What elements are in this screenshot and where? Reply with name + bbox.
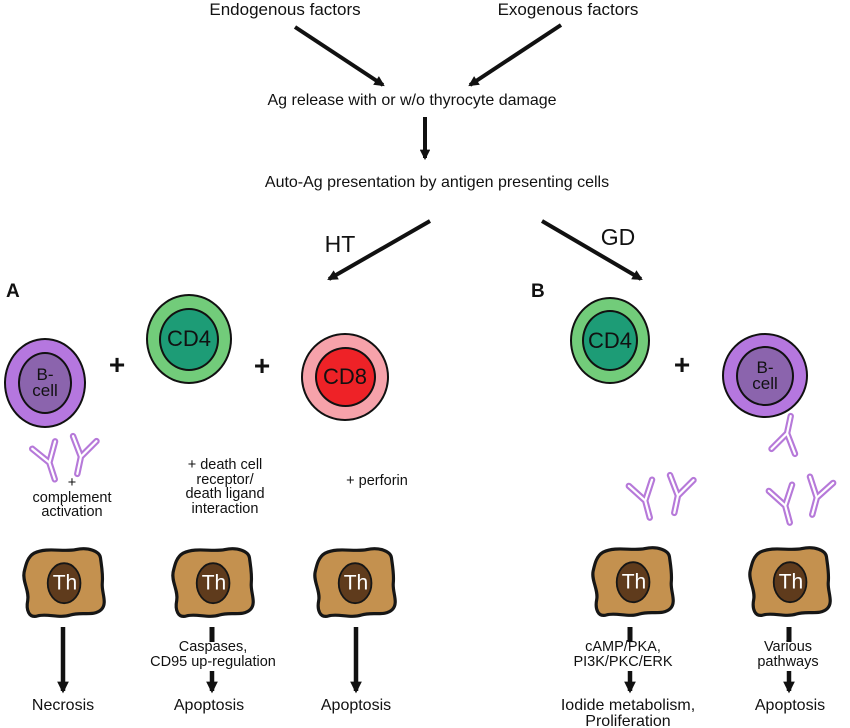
cd8-cell-a: CD8 bbox=[301, 333, 389, 421]
outcome-apoptosis: Apoptosis bbox=[320, 697, 392, 714]
outcome-apoptosis: Apoptosis bbox=[754, 697, 826, 714]
text-line: CD4 bbox=[587, 327, 632, 353]
text-line: Proliferation bbox=[585, 712, 671, 728]
thyrocyte-shape bbox=[171, 547, 255, 618]
cd4-cell-a: CD4 bbox=[146, 294, 232, 384]
plus-sign-b: + bbox=[673, 349, 691, 380]
outcome-iodide-metabolism: Iodide metabolism, Proliferation bbox=[561, 698, 695, 728]
text-line: CD95 up-regulation bbox=[150, 653, 276, 670]
thyrocyte-shape bbox=[748, 546, 832, 617]
text-line: + death cell bbox=[187, 457, 263, 473]
text-line: Iodide metabolism, bbox=[560, 697, 696, 714]
text-line: complement bbox=[32, 489, 112, 506]
text-line: receptor/ bbox=[196, 471, 254, 488]
text-line: cAMP/PKA, bbox=[585, 639, 661, 655]
text-line: + bbox=[67, 475, 77, 491]
thyrocyte-cell: Th bbox=[587, 544, 681, 624]
arrow-endogenous-to-release bbox=[293, 25, 385, 87]
caspases-text: Caspases, CD95 up-regulation bbox=[150, 640, 276, 669]
text-line: interaction bbox=[191, 500, 259, 517]
complement-activation-text: + complement activation bbox=[33, 476, 112, 520]
exogenous-factors-label: Exogenous factors bbox=[497, 0, 639, 19]
antibody-icon bbox=[655, 466, 701, 521]
arrow-exogenous-to-release bbox=[468, 23, 563, 87]
thyrocyte-shape bbox=[313, 547, 397, 618]
perforin-text: + perforin bbox=[346, 473, 408, 489]
th-nucleus-label: Th bbox=[343, 571, 369, 595]
text-line: CD8 bbox=[322, 364, 367, 389]
panel-b-label: B bbox=[531, 281, 545, 302]
text-line: Caspases, bbox=[178, 639, 248, 655]
text-line: activation bbox=[41, 504, 103, 521]
b-cell-a-nucleus: B- cell bbox=[18, 352, 72, 414]
cd4-cell-b: CD4 bbox=[570, 297, 650, 384]
text-line: B- bbox=[756, 357, 774, 377]
panel-a-label: A bbox=[6, 281, 20, 302]
thyrocyte-cell: Th bbox=[18, 545, 112, 625]
death-receptor-text: + death cell receptor/ death ligand inte… bbox=[185, 458, 264, 516]
b-cell-b-nucleus: B- cell bbox=[736, 345, 794, 406]
auto-ag-presentation-label: Auto-Ag presentation by antigen presenti… bbox=[264, 174, 610, 191]
camp-pathway-text: cAMP/PKA, PI3K/PKC/ERK bbox=[573, 640, 672, 669]
ag-release-label: Ag release with or w/o thyrocyte damage bbox=[267, 92, 557, 109]
cd4-cell-a-core: CD4 bbox=[159, 307, 219, 371]
th-nucleus-label: Th bbox=[778, 570, 804, 594]
plus-sign-a1: + bbox=[108, 349, 126, 380]
thyrocyte-cell: Th bbox=[744, 544, 838, 624]
text-line: B- bbox=[36, 365, 54, 384]
th-nucleus-label: Th bbox=[621, 570, 647, 594]
b-cell-a: B- cell bbox=[4, 338, 86, 428]
th-nucleus-label: Th bbox=[52, 571, 78, 595]
b-cell-b: B- cell bbox=[722, 333, 808, 418]
antibody-icon bbox=[58, 427, 104, 482]
endogenous-factors-label: Endogenous factors bbox=[209, 0, 361, 19]
th-nucleus-label: Th bbox=[201, 571, 227, 595]
text-line: Various bbox=[763, 639, 813, 655]
plus-sign-a2: + bbox=[253, 350, 271, 381]
various-pathways-text: Various pathways bbox=[757, 640, 818, 669]
text-line: CD4 bbox=[166, 326, 211, 351]
gd-branch-label: GD bbox=[600, 224, 636, 250]
thyrocyte-shape bbox=[591, 546, 675, 617]
text-line: cell bbox=[32, 381, 58, 400]
text-line: death ligand bbox=[185, 486, 265, 503]
outcome-necrosis: Necrosis bbox=[31, 697, 95, 714]
antibody-icon bbox=[793, 467, 841, 523]
text-line: PI3K/PKC/ERK bbox=[573, 653, 673, 670]
text-line: pathways bbox=[757, 653, 819, 670]
thyrocyte-cell: Th bbox=[309, 545, 403, 625]
text-line: cell bbox=[752, 373, 778, 393]
outcome-apoptosis: Apoptosis bbox=[173, 697, 245, 714]
ht-branch-label: HT bbox=[324, 231, 356, 257]
thyrocyte-cell: Th bbox=[167, 545, 261, 625]
cd4-cell-b-core: CD4 bbox=[582, 310, 638, 371]
cd8-cell-a-core: CD8 bbox=[314, 347, 376, 407]
thyrocyte-shape bbox=[22, 547, 106, 618]
